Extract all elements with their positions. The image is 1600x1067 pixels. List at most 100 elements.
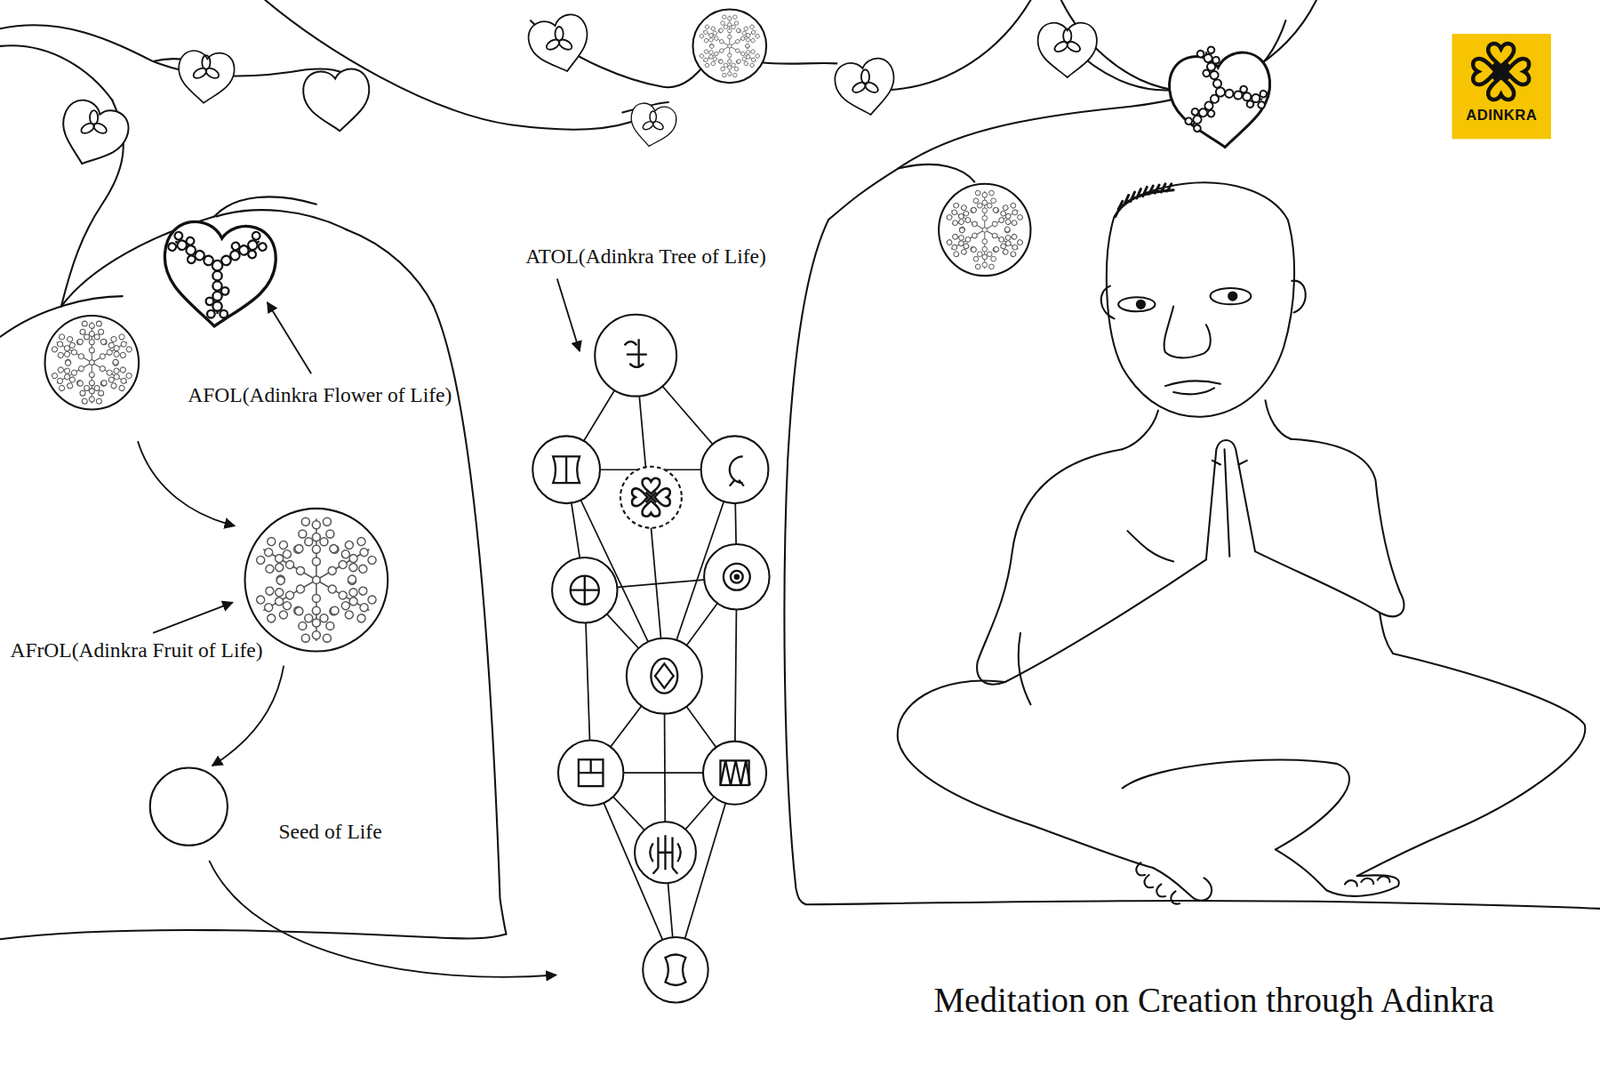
meditating-figure — [1018, 632, 1032, 704]
meditating-figure — [1164, 306, 1211, 359]
meditating-figure — [1206, 440, 1256, 560]
leaf — [166, 229, 269, 318]
adinkra-symbol — [578, 759, 604, 773]
leader-arrow — [152, 601, 233, 632]
sephira-circle — [532, 314, 769, 1003]
flower-of-life-circle — [45, 315, 140, 410]
leaf — [50, 10, 1275, 331]
leaf — [626, 101, 679, 151]
adinkra-symbol — [578, 759, 604, 786]
tree-outline — [888, 0, 1032, 90]
sephira-circle — [552, 557, 617, 623]
meditating-figure — [1212, 448, 1248, 557]
adinkra-symbol — [729, 456, 744, 486]
leaf — [79, 110, 108, 136]
adinkra-symbol — [723, 563, 751, 591]
meditating-figure — [1136, 862, 1212, 904]
tree-outline — [784, 219, 829, 904]
adinkra-symbol — [632, 478, 671, 517]
leaf — [1053, 28, 1082, 54]
leaf — [1038, 23, 1097, 78]
tree-outline — [828, 0, 1317, 220]
leaf — [192, 55, 221, 80]
meditating-figure — [1101, 286, 1115, 320]
seed-circle — [150, 767, 228, 845]
meditating-figure — [1122, 759, 1350, 849]
sephira-circle — [701, 435, 769, 504]
logo-badge — [1472, 43, 1529, 100]
flower-of-life-pattern — [48, 320, 136, 404]
leaf — [544, 26, 574, 52]
meditating-figure — [897, 680, 1153, 868]
sephira-circle — [532, 435, 600, 504]
meditating-figure — [1122, 410, 1159, 450]
meditating-figure — [1165, 381, 1221, 395]
adinkra-symbol — [552, 338, 751, 985]
tree-outline — [897, 164, 975, 183]
leaf — [166, 229, 269, 318]
leaf — [159, 219, 279, 332]
adinkra-symbol — [649, 834, 680, 874]
meditating-figure — [1255, 439, 1405, 616]
meditating-figure — [897, 182, 1586, 904]
meditating-figure — [1209, 288, 1251, 304]
logo-badge — [1472, 43, 1529, 100]
flower-of-life-circle — [245, 508, 389, 652]
meditating-figure — [1228, 292, 1237, 301]
callout-label: ATOL(Adinkra Tree of Life) — [525, 246, 767, 268]
leader-arrow — [267, 302, 312, 374]
adinkra-symbol — [570, 576, 600, 605]
leaf — [50, 95, 134, 176]
leaf — [832, 56, 900, 120]
meditating-figure — [1379, 612, 1393, 654]
flower-of-life-circle — [45, 9, 1032, 652]
leaf — [524, 10, 596, 79]
meditating-figure — [1115, 184, 1174, 217]
meditating-figure — [1106, 182, 1295, 416]
sephira-circle — [703, 741, 767, 805]
meditating-figure — [1264, 400, 1291, 440]
cycle-arrow — [137, 440, 235, 526]
meditating-figure — [1357, 653, 1585, 876]
logo-badge — [1452, 33, 1552, 139]
callout-label: AFrOL(Adinkra Fruit of Life) — [9, 640, 263, 662]
sephira-circle — [704, 544, 769, 609]
adinkra-symbol — [655, 663, 674, 688]
leaf — [176, 49, 236, 106]
meditating-figure — [1118, 296, 1155, 312]
tree-outline — [0, 929, 506, 939]
leader-arrow — [557, 279, 580, 352]
cycle-arrow — [137, 440, 557, 977]
flower-of-life-circle — [938, 184, 1031, 276]
adinkra-symbol — [570, 576, 600, 605]
caption: Meditation on Creation through Adinkra — [933, 982, 1495, 1017]
flower-of-life-circle — [692, 9, 767, 84]
meditating-figure — [976, 448, 1207, 684]
adinkra-symbol — [735, 575, 739, 579]
flower-of-life-pattern — [48, 15, 1027, 642]
seed-label: Seed of Life — [278, 821, 382, 843]
tree-outline — [0, 45, 112, 100]
seed-circle — [150, 767, 228, 845]
leaf — [1162, 33, 1274, 138]
leaf — [301, 67, 373, 135]
leaf — [1162, 33, 1274, 138]
adinkra-symbol — [632, 478, 671, 517]
adinkra-symbol — [730, 570, 744, 584]
leader-arrow — [152, 279, 580, 633]
sephira-circle — [620, 466, 682, 528]
meditating-figure — [1136, 300, 1145, 309]
leaf — [641, 111, 665, 131]
tree-outline — [0, 0, 1600, 939]
meditating-figure — [1127, 530, 1174, 561]
adinkra-symbol — [720, 760, 750, 785]
cycle-arrow — [212, 665, 284, 767]
logo-wordmark: ADINKRA — [1452, 108, 1552, 124]
sephira-circle — [634, 821, 696, 883]
tree-outline — [0, 24, 345, 76]
callout-label: AFOL(Adinkra Flower of Life) — [187, 384, 452, 407]
logo-badge — [1452, 33, 1552, 139]
cycle-arrow — [208, 860, 556, 977]
